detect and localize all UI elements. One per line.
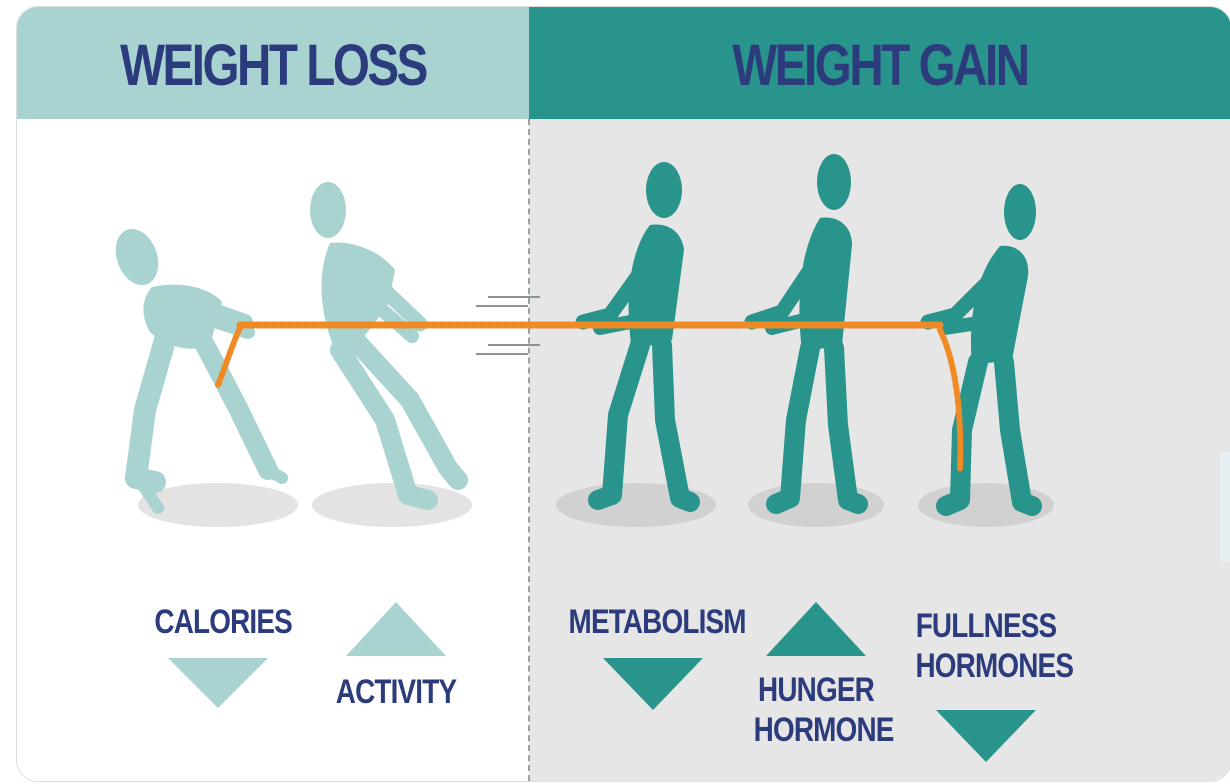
- metabolism-label: METABOLISM: [569, 602, 738, 642]
- calories-label: CALORIES: [154, 602, 285, 642]
- right-edge-strip: [1220, 452, 1230, 562]
- activity-label: ACTIVITY: [334, 672, 459, 712]
- figure-calories: [108, 223, 282, 508]
- shadow-activity: [312, 483, 472, 527]
- activity-up-arrow: [346, 602, 446, 656]
- figure-metabolism: [583, 162, 690, 502]
- hunger-hormone-label-line2: HORMONE: [754, 710, 879, 750]
- hunger-hormone-label-line1: HUNGER: [754, 670, 879, 710]
- fullness-hormones-label-line1: FULLNESS: [915, 606, 1056, 646]
- calories-down-arrow: [168, 658, 268, 708]
- figure-hunger: [752, 154, 858, 504]
- hunger-hormone-up-arrow: [766, 602, 866, 656]
- figure-activity: [310, 182, 458, 500]
- metabolism-down-arrow: [603, 658, 703, 710]
- fullness-hormones-label-line2: HORMONES: [915, 646, 1056, 686]
- fullness-hormones-down-arrow: [936, 710, 1036, 762]
